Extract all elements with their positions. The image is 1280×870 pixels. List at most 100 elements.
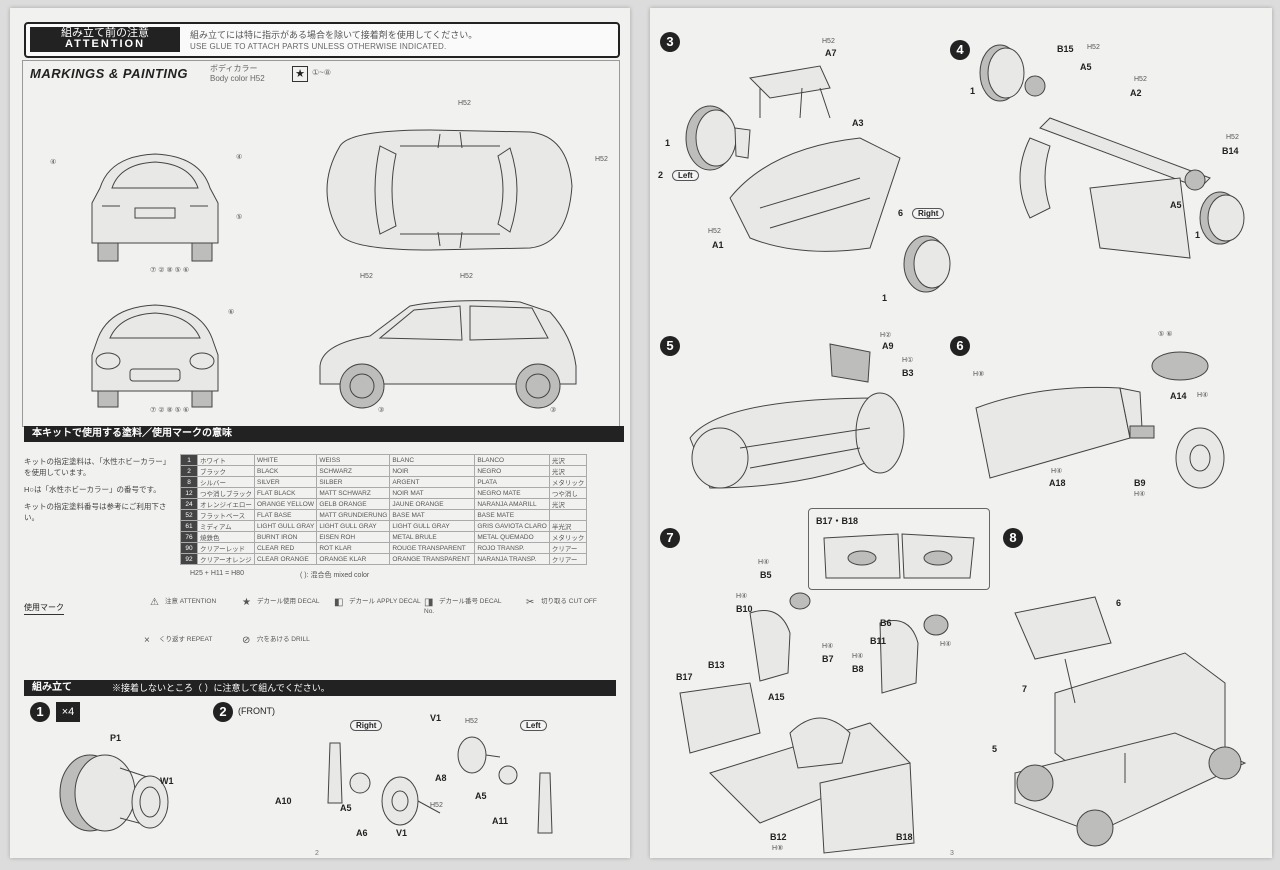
paint-callout: H52 <box>465 718 478 725</box>
legend-text: 穴をあける DRILL <box>257 636 310 643</box>
paint-cell-type: メタリック <box>548 531 588 543</box>
part-label: B7 <box>822 654 834 664</box>
paint-cell-type: 光沢 <box>548 454 588 466</box>
paint-callout: H52 <box>1087 44 1100 51</box>
repeat-badge: ×4 <box>56 702 80 722</box>
paint-notes: キットの指定塗料は、「水性ホビーカラー」を使用しています。 H○は「水性ホビーカ… <box>24 456 174 529</box>
part-label: B14 <box>1222 146 1239 156</box>
paint-cell-fr: METAL BRULE <box>389 531 476 543</box>
paint-cell-de: ORANGE KLAR <box>316 553 391 565</box>
paint-cell-fr: BASE MAT <box>389 509 476 521</box>
legend-text: 注意 ATTENTION <box>165 598 217 605</box>
part-label: A18 <box>1049 478 1066 488</box>
paint-cell-fr: LIGHT GULL GRAY <box>389 520 476 532</box>
part-label: 1 <box>1195 230 1201 240</box>
paint-code: 2 <box>180 465 198 477</box>
callout-paint: H52 <box>595 156 608 163</box>
legend-text: 切り取る CUT OFF <box>541 598 597 605</box>
paint-callout: H52 <box>430 802 443 809</box>
paint-cell-es: NARANJA TRANSP. <box>474 553 550 565</box>
step-3-diagram <box>685 65 951 293</box>
part-label: A3 <box>852 118 864 128</box>
attention-text-en: USE GLUE TO ATTACH PARTS UNLESS OTHERWIS… <box>190 42 447 51</box>
paint-cell-ja: ブラック <box>197 465 255 477</box>
paint-cell-en: FLAT BASE <box>253 509 318 521</box>
step-5-number: 5 <box>660 336 680 356</box>
part-label: B5 <box>760 570 772 580</box>
paint-cell-type: メタリック <box>548 476 588 488</box>
star-icon: ★ <box>242 597 251 608</box>
paint-cell-fr: JAUNE ORANGE <box>389 498 476 510</box>
paint-cell-ja: オレンジイエロー <box>197 498 255 510</box>
legend-item: ★デカール使用 DECAL <box>242 598 330 608</box>
warning-icon: ⚠ <box>150 597 159 608</box>
paint-cell-es: NEGRO <box>474 465 550 477</box>
body-color-label: ボディカラー Body color H52 <box>210 64 265 83</box>
legend-item: ◧デカール APPLY DECAL <box>334 598 422 608</box>
step-2-diagram <box>327 736 553 834</box>
paint-callout: H④ <box>940 641 952 648</box>
part-label: B9 <box>1134 478 1146 488</box>
subassembly-label: 5 <box>992 744 998 754</box>
subassembly-label: 7 <box>1022 684 1028 694</box>
paint-code: 61 <box>180 520 198 532</box>
part-label: B10 <box>736 604 753 614</box>
paint-callout: H④ <box>822 643 834 650</box>
paint-cell-de: SCHWARZ <box>316 465 391 477</box>
paint-cell-ja: クリアーオレンジ <box>197 553 255 565</box>
legend-item: ⊘穴をあける DRILL <box>242 636 330 646</box>
page-number: 3 <box>950 850 954 857</box>
legend-text: デカール APPLY DECAL <box>349 598 421 605</box>
part-label: A11 <box>492 816 509 826</box>
car-rear-view <box>91 153 219 262</box>
paint-cell-ja: クリアーレッド <box>197 542 255 554</box>
paint-cell-de: WEISS <box>316 454 391 466</box>
legend-text: くり返す REPEAT <box>159 636 213 643</box>
legend-item: ×くり返す REPEAT <box>144 636 232 646</box>
part-label: A5 <box>340 803 352 813</box>
paint-cell-ja: ホワイト <box>197 454 255 466</box>
step-1-diagram <box>59 754 169 832</box>
paint-section-title: 本キットで使用する塗料／使用マークの意味 <box>24 426 624 442</box>
attention-badge-en: ATTENTION <box>64 38 146 50</box>
inset-label: B17・B18 <box>816 516 859 526</box>
part-label: B12 <box>770 832 787 842</box>
side-decal: ③ <box>550 407 557 414</box>
paint-cell-ja: シルバー <box>197 476 255 488</box>
paint-cell-es: NARANJA AMARILL <box>474 498 550 510</box>
decal-row-front: ⑦ ② ⑧ ⑤ ⑥ <box>150 407 190 414</box>
part-label: A5 <box>475 791 487 801</box>
page-number: 2 <box>315 850 319 857</box>
left-number: 2 <box>658 170 664 180</box>
callout-decal: ⑤ <box>236 214 243 221</box>
callout-decal: ④ <box>236 154 243 161</box>
callout-paint: H52 <box>360 273 373 280</box>
paint-cell-es: NEGRO MATE <box>474 487 550 499</box>
step-2-number: 2 <box>213 702 233 722</box>
step-6-diagram <box>975 351 1225 489</box>
legend-item: ✂切り取る CUT OFF <box>526 598 614 608</box>
paint-callout: H① <box>902 357 914 364</box>
part-label: V1 <box>430 713 442 723</box>
paint-code: 1 <box>180 454 198 466</box>
part-label: B18 <box>896 832 913 842</box>
part-label: A1 <box>712 240 724 250</box>
paint-cell-de: ROT KLAR <box>316 542 391 554</box>
paint-cell-es: BASE MATE <box>474 509 550 521</box>
paint-cell-ja: 焼鉄色 <box>197 531 255 543</box>
paint-cell-en: BLACK <box>253 465 318 477</box>
callout-decal: ⑥ <box>228 309 235 316</box>
step-8-number: 8 <box>1003 528 1023 548</box>
part-label: B3 <box>902 368 914 378</box>
right-number: 6 <box>898 208 904 218</box>
step-3-number: 3 <box>660 32 680 52</box>
paint-callout: H⑧ <box>973 371 985 378</box>
paint-cell-de: SILBER <box>316 476 391 488</box>
step-8-diagram <box>1014 596 1247 847</box>
markings-title: MARKINGS & PAINTING <box>30 66 189 81</box>
